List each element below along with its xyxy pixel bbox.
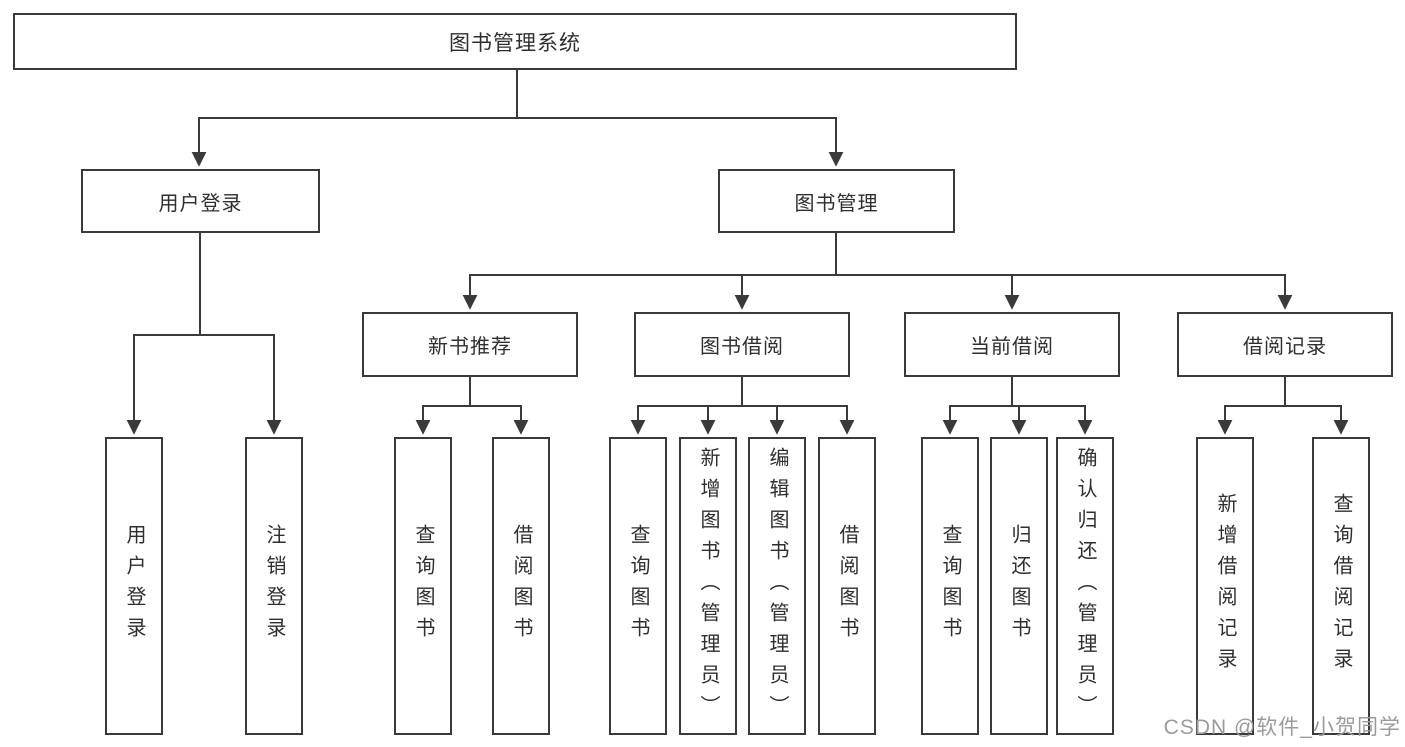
node-book-management-label: 图书管理 bbox=[794, 192, 879, 215]
edge-login-split bbox=[134, 233, 274, 336]
node-root-label: 图书管理系统 bbox=[449, 31, 581, 55]
edge-mgmt-split bbox=[470, 233, 1285, 276]
node-book-management: 图书管理 bbox=[718, 169, 955, 233]
node-user-login: 用户登录 bbox=[81, 169, 320, 233]
node-book-borrowing-label: 图书借阅 bbox=[700, 336, 784, 358]
leaf-query-borrow-record-label: 查询借阅记录 bbox=[1330, 493, 1352, 679]
edge-borrow-split bbox=[638, 377, 847, 407]
node-book-borrowing: 图书借阅 bbox=[634, 312, 850, 377]
edge-current-split bbox=[950, 377, 1085, 407]
leaf-edit-books-admin: 编辑图书（管理员） bbox=[748, 437, 806, 735]
node-new-book-recommendation-label: 新书推荐 bbox=[428, 336, 512, 358]
leaf-return-books-label: 归还图书 bbox=[1008, 524, 1030, 648]
node-user-login-label: 用户登录 bbox=[158, 192, 243, 215]
leaf-newbook-query-books-label: 查询图书 bbox=[412, 524, 434, 648]
edge-root-split bbox=[199, 70, 836, 119]
leaf-newbook-query-books: 查询图书 bbox=[394, 437, 452, 735]
leaf-query-borrow-record: 查询借阅记录 bbox=[1312, 437, 1370, 735]
leaf-newbook-borrow-books-label: 借阅图书 bbox=[510, 524, 532, 648]
leaf-user-login: 用户登录 bbox=[105, 437, 163, 735]
node-borrowing-records-label: 借阅记录 bbox=[1243, 336, 1327, 358]
csdn-watermark: CSDN @软件_小贺同学 bbox=[1163, 716, 1401, 739]
node-root: 图书管理系统 bbox=[13, 13, 1017, 70]
leaf-add-books-admin: 新增图书（管理员） bbox=[679, 437, 737, 735]
leaf-newbook-borrow-books: 借阅图书 bbox=[492, 437, 550, 735]
leaf-confirm-return-admin-label: 确认归还（管理员） bbox=[1074, 446, 1096, 726]
leaf-edit-books-admin-label: 编辑图书（管理员） bbox=[766, 446, 788, 726]
leaf-borrow-query-books-label: 查询图书 bbox=[627, 524, 649, 648]
leaf-confirm-return-admin: 确认归还（管理员） bbox=[1056, 437, 1114, 735]
leaf-logout-label: 注销登录 bbox=[263, 524, 285, 648]
leaf-borrow-books-label: 借阅图书 bbox=[836, 524, 858, 648]
node-current-borrowing: 当前借阅 bbox=[904, 312, 1120, 377]
leaf-current-query-books-label: 查询图书 bbox=[939, 524, 961, 648]
leaf-return-books: 归还图书 bbox=[990, 437, 1048, 735]
leaf-add-borrow-record-label: 新增借阅记录 bbox=[1214, 493, 1236, 679]
leaf-user-login-label: 用户登录 bbox=[123, 524, 145, 648]
node-borrowing-records: 借阅记录 bbox=[1177, 312, 1393, 377]
leaf-logout: 注销登录 bbox=[245, 437, 303, 735]
node-current-borrowing-label: 当前借阅 bbox=[970, 336, 1054, 358]
leaf-add-books-admin-label: 新增图书（管理员） bbox=[697, 446, 719, 726]
edge-newbook-split bbox=[423, 377, 521, 407]
leaf-add-borrow-record: 新增借阅记录 bbox=[1196, 437, 1254, 735]
leaf-borrow-query-books: 查询图书 bbox=[609, 437, 667, 735]
leaf-borrow-books: 借阅图书 bbox=[818, 437, 876, 735]
leaf-current-query-books: 查询图书 bbox=[921, 437, 979, 735]
node-new-book-recommendation: 新书推荐 bbox=[362, 312, 578, 377]
edge-records-split bbox=[1225, 377, 1341, 407]
